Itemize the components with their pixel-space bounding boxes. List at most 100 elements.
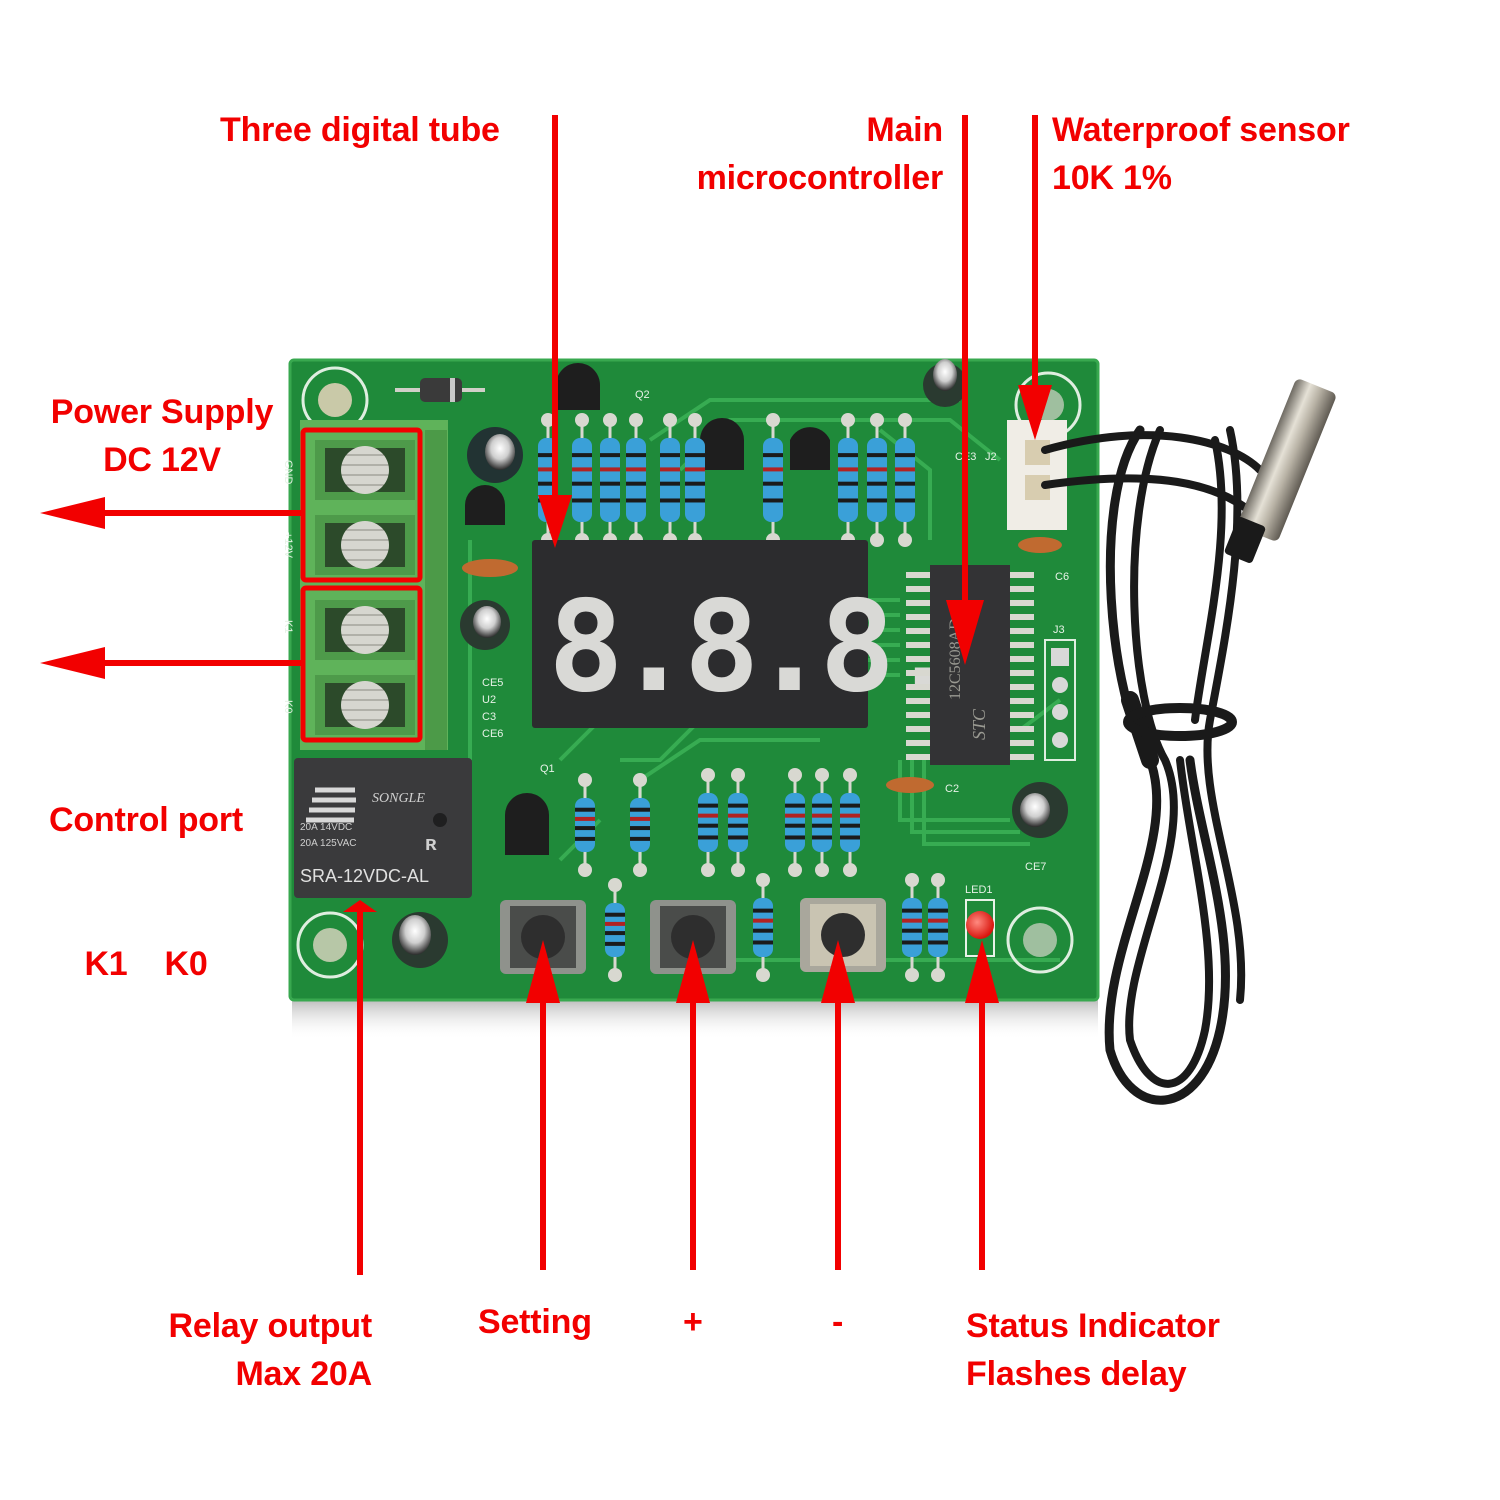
display-digits: 8.8.8. bbox=[548, 573, 955, 720]
mcu-pin bbox=[1008, 740, 1034, 746]
relay: SONGLE 20A 14VDC 20A 125VAC ʀ bbox=[294, 758, 472, 898]
resistor bbox=[630, 773, 650, 877]
resistor bbox=[838, 413, 858, 547]
svg-text:CE5: CE5 bbox=[482, 677, 503, 689]
svg-text:Q2: Q2 bbox=[635, 389, 650, 401]
terminal-block bbox=[300, 420, 448, 750]
mcu-pin bbox=[906, 656, 932, 662]
display-silk-labels: CE5 U2 C3 CE6 bbox=[482, 677, 503, 740]
label-relay-line1: Relay output bbox=[168, 1307, 373, 1345]
mcu-pin bbox=[1008, 642, 1034, 648]
label-control-line2: K1 K0 bbox=[84, 945, 208, 983]
mcu-pin bbox=[1008, 600, 1034, 606]
minus-button bbox=[800, 898, 886, 972]
mcu-pin bbox=[906, 740, 932, 746]
label-power-line1: Power Supply bbox=[50, 393, 274, 431]
arrow-sensor-head bbox=[1018, 385, 1052, 440]
resistor bbox=[572, 413, 592, 547]
mcu-pin bbox=[906, 628, 932, 634]
mcu-pin bbox=[1008, 670, 1034, 676]
label-relay: Relay output Max 20A bbox=[169, 1302, 373, 1398]
relay-brand: SONGLE bbox=[372, 791, 425, 806]
arrow-control-head bbox=[40, 647, 105, 679]
relay-rating-2: 20A 125VAC bbox=[300, 838, 357, 849]
label-control: Control port K1 K0 bbox=[36, 700, 256, 1036]
mcu-pin bbox=[1008, 586, 1034, 592]
terminal-label-k0: K0 bbox=[282, 700, 294, 713]
resistor bbox=[895, 413, 915, 547]
svg-text:C2: C2 bbox=[945, 783, 959, 795]
resistor bbox=[753, 873, 773, 982]
board-silk-labels: Q2 Q1 J2 CE3 J3 C6 C2 CE7 LED1 bbox=[540, 389, 1069, 896]
resistor bbox=[626, 413, 646, 547]
label-sensor-line2: 10K 1% bbox=[1052, 159, 1172, 197]
label-status: Status Indicator Flashes delay bbox=[966, 1302, 1220, 1398]
label-power-line2: DC 12V bbox=[103, 441, 221, 479]
arrow-plus-head bbox=[676, 940, 710, 1003]
relay-rating-1: 20A 14VDC bbox=[300, 822, 352, 833]
resistor bbox=[685, 413, 705, 547]
mcu-pin bbox=[906, 670, 932, 676]
label-plus: + bbox=[683, 1298, 703, 1346]
mcu-brand: STC bbox=[969, 708, 989, 740]
resistor bbox=[698, 768, 718, 877]
label-sensor-line1: Waterproof sensor bbox=[1052, 111, 1350, 149]
resistor bbox=[763, 413, 783, 547]
label-relay-line2: Max 20A bbox=[235, 1355, 372, 1393]
svg-text:J2: J2 bbox=[985, 451, 997, 463]
diode bbox=[395, 378, 485, 402]
resistor bbox=[812, 768, 832, 877]
arrow-status-head bbox=[965, 940, 999, 1003]
terminal-label-gnd: GND bbox=[282, 460, 294, 485]
mcu-pin bbox=[906, 586, 932, 592]
svg-text:CE6: CE6 bbox=[482, 728, 503, 740]
label-control-line1: Control port bbox=[49, 801, 243, 839]
mcu-pin bbox=[1008, 698, 1034, 704]
transistors bbox=[465, 363, 830, 855]
arrow-minus-head bbox=[821, 940, 855, 1003]
mcu-pin bbox=[1008, 614, 1034, 620]
annotation-arrows bbox=[40, 115, 1052, 1275]
label-minus-line1: - bbox=[832, 1303, 844, 1341]
mcu-pin bbox=[1008, 628, 1034, 634]
arrow-relay-head bbox=[343, 900, 377, 912]
svg-text:U2: U2 bbox=[482, 694, 496, 706]
microcontroller-chip: 12C5608AD STC bbox=[906, 565, 1034, 765]
setting-button bbox=[500, 900, 586, 974]
relay-model: SRA-12VDC-AL bbox=[300, 866, 429, 886]
terminal-silk-labels: GND +12V K1 K0 bbox=[282, 460, 294, 713]
arrow-digital-tube-head bbox=[538, 495, 572, 548]
electrolytic-capacitors bbox=[392, 359, 1068, 968]
label-plus-line1: + bbox=[683, 1303, 703, 1341]
resistor bbox=[575, 773, 595, 877]
mcu-pin bbox=[906, 712, 932, 718]
mcu-pin bbox=[906, 614, 932, 620]
mcu-pin bbox=[906, 726, 932, 732]
svg-text:LED1: LED1 bbox=[965, 884, 993, 896]
terminal-label-12v: +12V bbox=[282, 532, 294, 559]
ul-mark-icon: ʀ bbox=[425, 833, 437, 855]
ceramic-capacitors bbox=[462, 537, 1062, 793]
label-status-line2: Flashes delay bbox=[966, 1355, 1187, 1393]
label-digital-tube-line1: Three digital tube bbox=[220, 111, 500, 149]
label-status-line1: Status Indicator bbox=[966, 1307, 1220, 1345]
terminal-screws bbox=[315, 440, 415, 735]
mcu-pin bbox=[1008, 572, 1034, 578]
resistor bbox=[840, 768, 860, 877]
svg-text:C3: C3 bbox=[482, 711, 496, 723]
seven-segment-display: 8.8.8. bbox=[532, 540, 963, 728]
mcu-pin bbox=[906, 600, 932, 606]
svg-text:CE7: CE7 bbox=[1025, 861, 1046, 873]
mcu-pin bbox=[906, 642, 932, 648]
mcu-pin bbox=[1008, 684, 1034, 690]
resistor bbox=[902, 873, 922, 982]
terminal-label-k1: K1 bbox=[282, 620, 294, 633]
mcu-pin bbox=[1008, 726, 1034, 732]
push-buttons bbox=[500, 898, 886, 974]
sensor-connector-j2 bbox=[1007, 420, 1067, 530]
label-microcontroller-line1: Main bbox=[866, 111, 943, 149]
mcu-pin bbox=[906, 754, 932, 760]
label-microcontroller-line2: microcontroller bbox=[696, 159, 944, 197]
mcu-pin bbox=[906, 572, 932, 578]
label-digital-tube: Three digital tube bbox=[220, 106, 500, 154]
